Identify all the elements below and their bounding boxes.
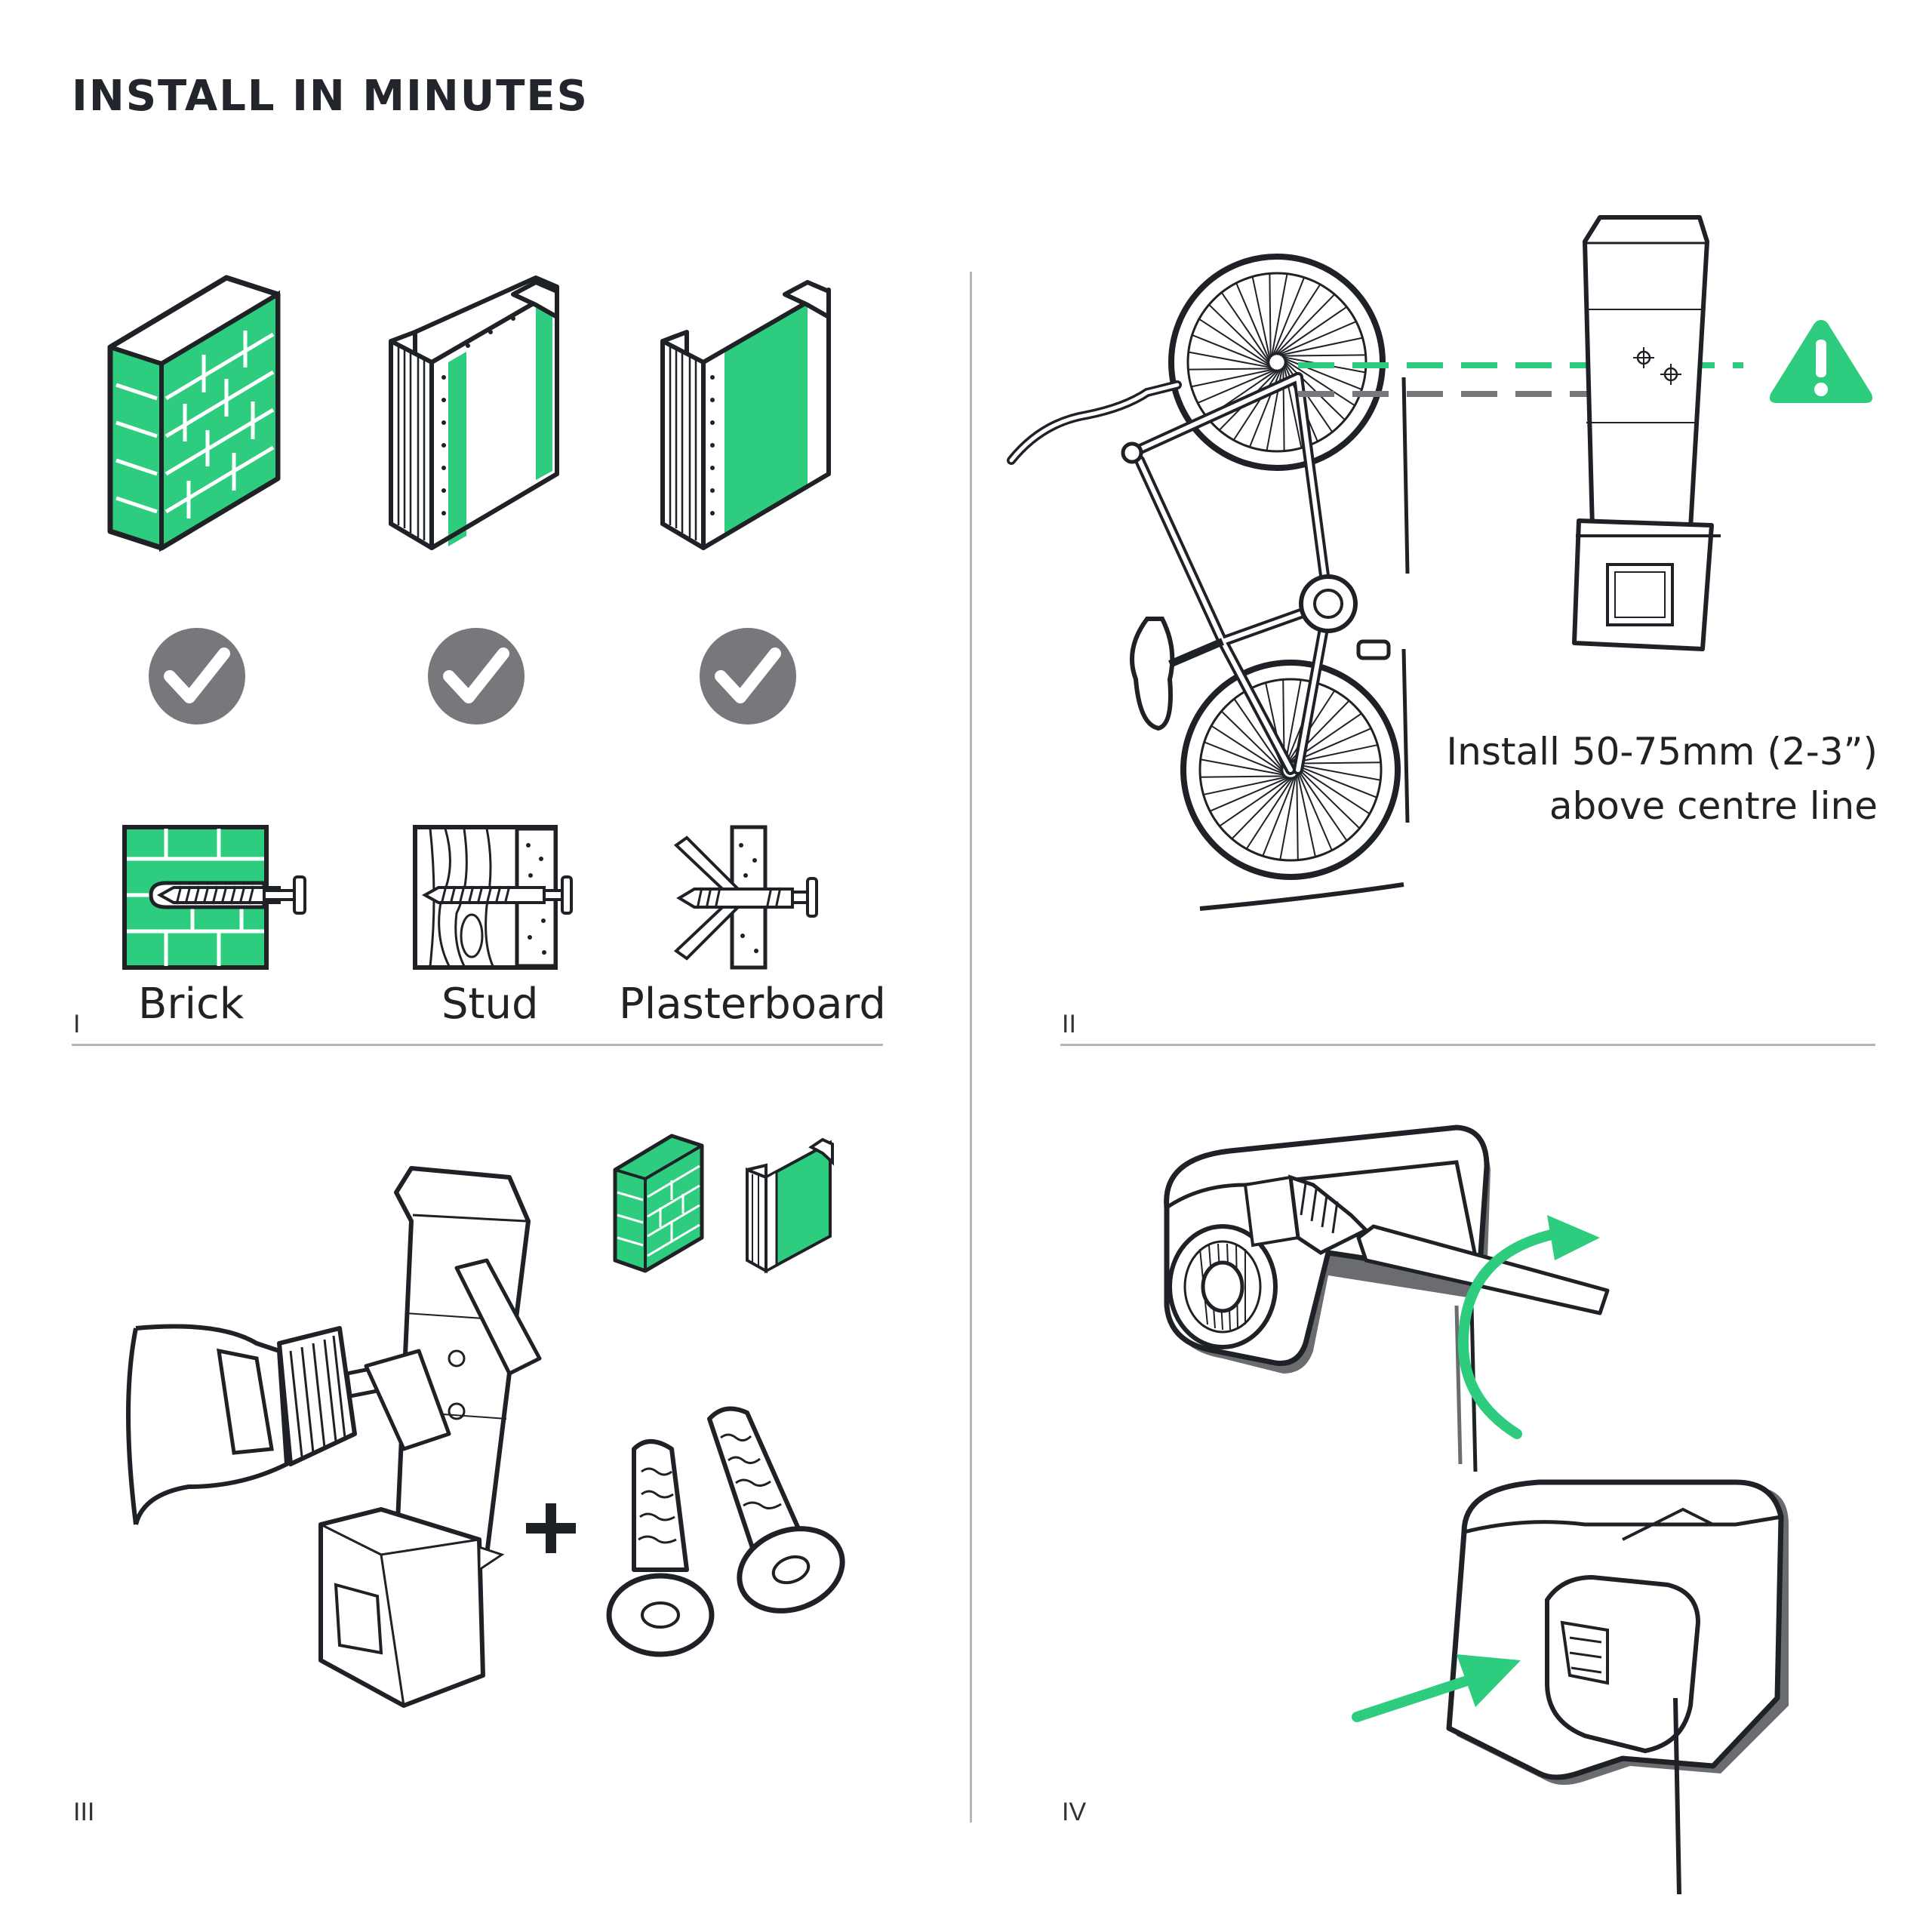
plasterboard-toggle-icon bbox=[673, 825, 818, 970]
check-icon bbox=[428, 628, 525, 724]
stud-screw-icon bbox=[413, 825, 573, 970]
horizontal-divider-right bbox=[1060, 1044, 1875, 1046]
wall-plug-icon bbox=[707, 1406, 845, 1614]
wall-label-stud: Stud bbox=[441, 980, 539, 1029]
step-number-3: III bbox=[73, 1798, 95, 1826]
cover-icon bbox=[1446, 1479, 1789, 1895]
template-icon bbox=[318, 1166, 542, 1708]
page-title: INSTALL IN MINUTES bbox=[72, 72, 589, 121]
install-height-note-line-1: Install 50-75mm (2-3”) bbox=[1446, 730, 1878, 774]
bracket-template-icon bbox=[1572, 215, 1721, 651]
stud-wall-icon-small bbox=[746, 1137, 834, 1274]
brick-screw-icon bbox=[122, 825, 306, 970]
warning-icon bbox=[1770, 320, 1872, 403]
step-number-4: IV bbox=[1062, 1798, 1087, 1826]
wall-label-plasterboard: Plasterboard bbox=[619, 980, 886, 1029]
wall-plug-icon bbox=[606, 1439, 715, 1657]
step-number-1: I bbox=[73, 1010, 81, 1038]
bicycle-icon bbox=[1007, 254, 1410, 911]
vertical-divider bbox=[970, 272, 972, 1823]
brick-wall-icon bbox=[107, 275, 281, 552]
check-icon bbox=[700, 628, 796, 724]
plus-icon bbox=[526, 1503, 576, 1553]
check-icon bbox=[149, 628, 245, 724]
install-height-note-line-2: above centre line bbox=[1549, 784, 1878, 828]
push-arrow-icon bbox=[1352, 1654, 1521, 1722]
install-height-note: Install 50-75mm (2-3”) above centre line bbox=[1446, 724, 1878, 833]
horizontal-divider-left bbox=[72, 1044, 883, 1046]
brick-wall-icon-small bbox=[613, 1134, 704, 1273]
wall-label-brick: Brick bbox=[138, 980, 245, 1029]
plasterboard-wall-icon bbox=[660, 280, 831, 550]
rotate-arrow-icon bbox=[1457, 1215, 1600, 1439]
centre-guide-lines bbox=[1298, 362, 1743, 397]
stud-wall-icon bbox=[389, 275, 559, 550]
step-number-2: II bbox=[1062, 1010, 1076, 1038]
